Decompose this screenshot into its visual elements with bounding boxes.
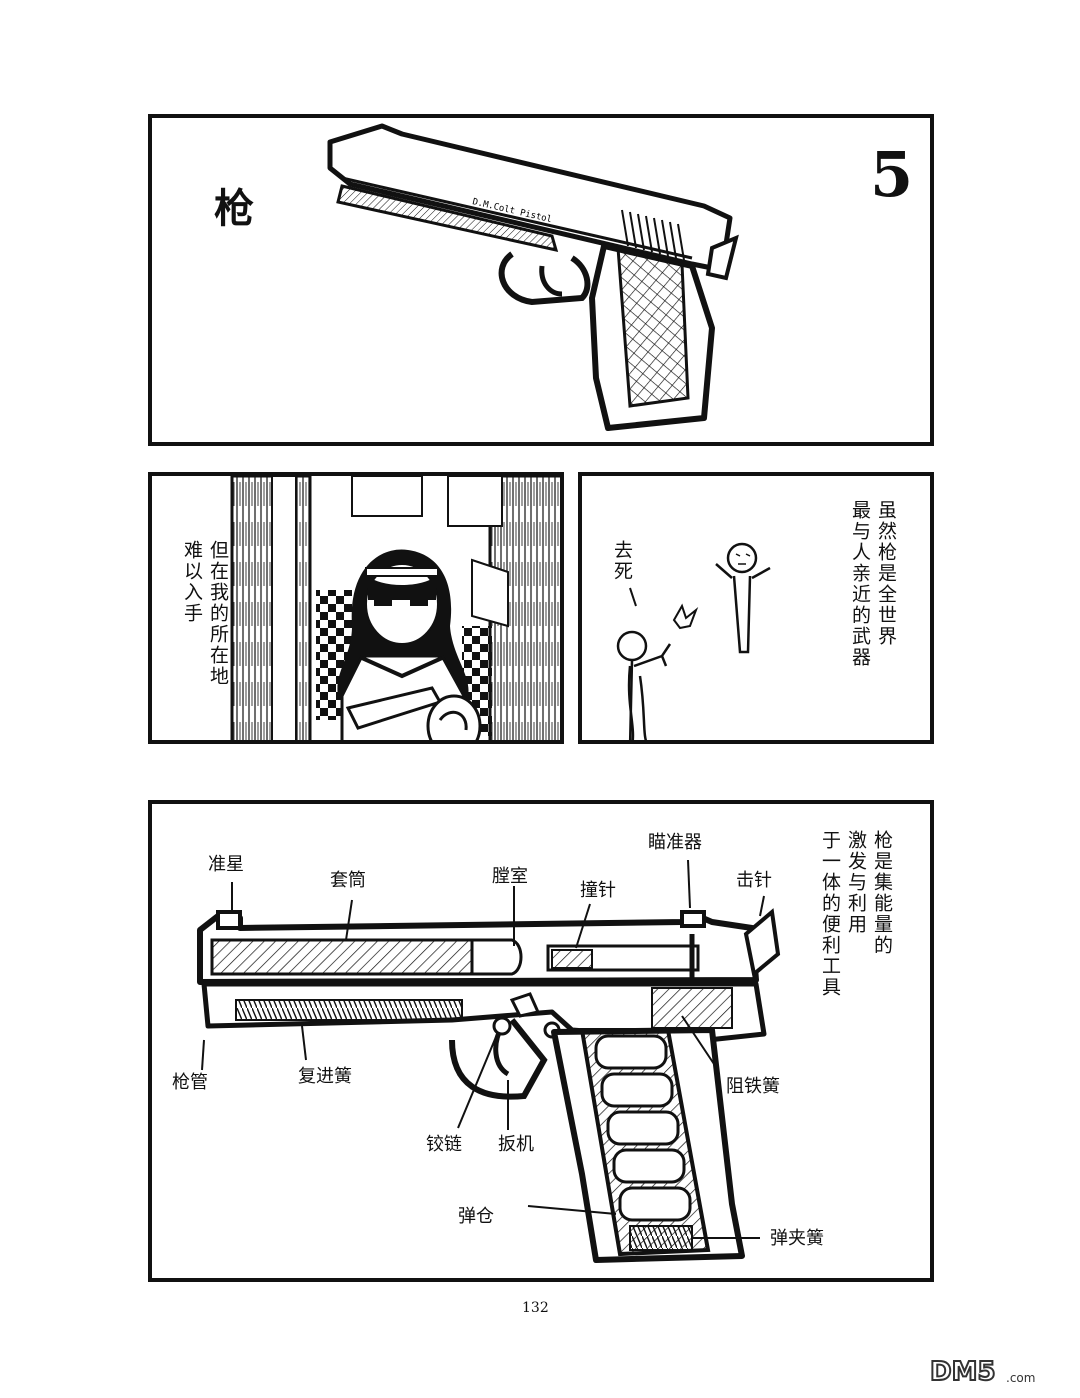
label-trigger: 扳机 [498, 1134, 534, 1155]
panel-girl-with-gun: 但在我的所在地 难以入手 [148, 472, 564, 744]
watermark-logo: DM5 .com [926, 1352, 1066, 1388]
label-chamber: 膛室 [492, 866, 528, 887]
speech-die: 去死 [611, 540, 633, 582]
panel-stick-figures: 虽然枪是全世界 最与人亲近的武器 去死 [578, 472, 934, 744]
label-rear-sight: 瞄准器 [648, 832, 702, 853]
label-hammer: 击针 [736, 870, 772, 891]
caption-column-3: 于一体的便利工具 [819, 830, 841, 998]
panel-gun-diagram: 枪是集能量的 激发与利用 于一体的便利工具 [148, 800, 934, 1282]
label-slide: 套筒 [330, 870, 366, 891]
page-number: 132 [522, 1300, 549, 1316]
label-magazine: 弹仓 [458, 1206, 494, 1227]
label-front-sight: 准星 [208, 854, 244, 875]
watermark-graphic: DM5 .com [929, 1356, 1035, 1388]
label-barrel: 枪管 [172, 1072, 208, 1093]
shooter-head [616, 630, 648, 662]
doorway-scene [230, 476, 560, 740]
label-sear-spring: 阻铁簧 [726, 1076, 780, 1097]
svg-text:DM5: DM5 [930, 1357, 996, 1387]
pistol-illustration: D.M.Colt Pistol [327, 123, 739, 431]
panel-title-gun: 枪 5 D.M.Colt [148, 114, 934, 446]
label-recoil-spring: 复进簧 [298, 1066, 352, 1087]
chapter-title: 枪 [214, 185, 254, 232]
stick-figure-scene [616, 542, 771, 740]
caption-column-2: 最与人亲近的武器 [849, 500, 871, 668]
label-link: 铰链 [426, 1134, 462, 1155]
caption-column-1: 但在我的所在地 [207, 540, 229, 687]
caption-column-2: 难以入手 [181, 540, 203, 624]
label-firing-pin: 撞针 [580, 880, 616, 901]
caption-column-1: 虽然枪是全世界 [875, 500, 897, 647]
pistol-cutaway [197, 859, 781, 1263]
target-head [726, 542, 758, 574]
svg-text:.com: .com [1006, 1371, 1035, 1385]
label-magazine-spring: 弹夹簧 [770, 1228, 824, 1249]
caption-column-1: 枪是集能量的 [871, 830, 893, 956]
caption-column-2: 激发与利用 [845, 830, 867, 935]
chapter-number: 5 [870, 138, 914, 211]
